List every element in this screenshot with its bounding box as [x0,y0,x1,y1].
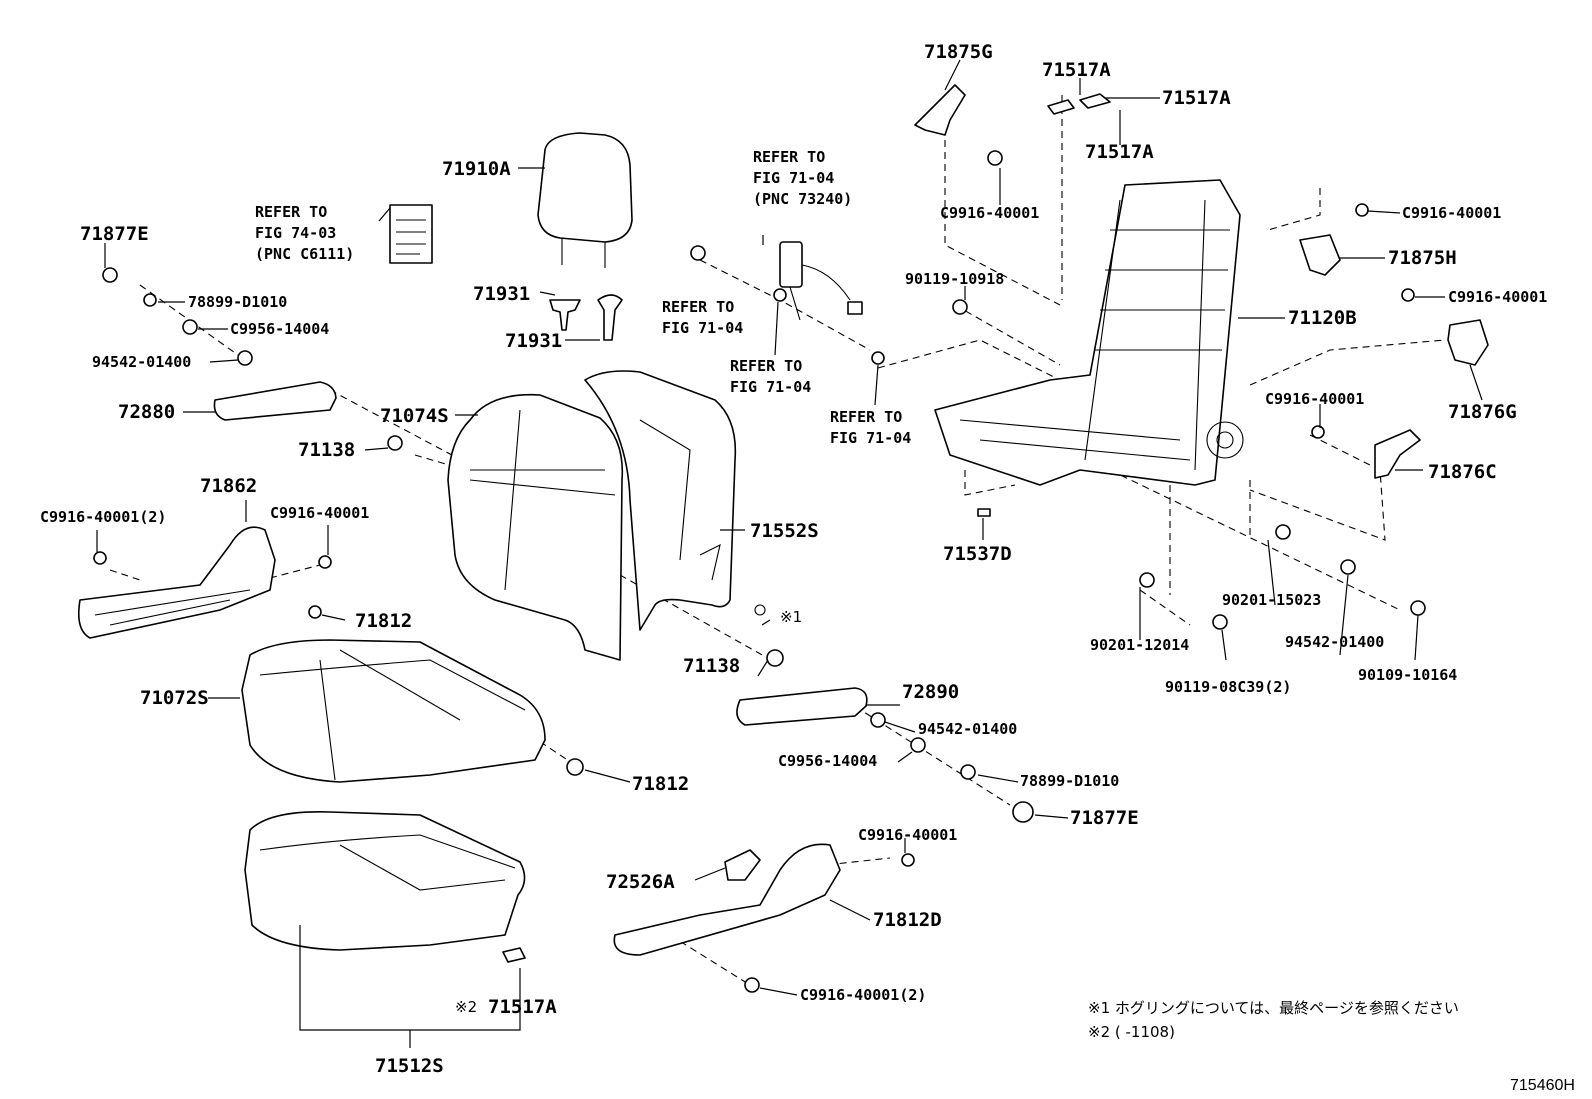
leader-lines [96,59,1483,1048]
label-71517A: 71517A [488,996,557,1018]
label-71931: 71931 [505,330,562,352]
bracket-top [914,84,966,136]
ref-line: FIG 71-04 [662,319,743,337]
label-c9916-40001-2: C9916-40001(2) [800,986,926,1004]
seat-belt-buckle [690,241,863,321]
headrest [537,132,633,268]
ref-fig-71-04-pnc: REFER TO FIG 71-04 (PNC 73240) [753,148,852,208]
label-90109-10164: 90109-10164 [1358,666,1457,684]
ref-line: REFER TO [255,203,327,221]
label-c9916-40001: C9916-40001 [858,826,957,844]
label-71537D: 71537D [943,543,1012,565]
label-71812: 71812 [355,610,412,632]
figure-id: 715460H [1510,1077,1575,1094]
ref-line: REFER TO [662,298,734,316]
footnote-1: ※1 ホグリングについては、最終ページを参照ください [1088,999,1459,1017]
note-2-marker: ※2 [455,998,477,1016]
label-71910A: 71910A [442,158,511,180]
label-72526A: 72526A [606,871,675,893]
label-71877E: 71877E [80,223,149,245]
ref-line: REFER TO [730,357,802,375]
label-71072S: 71072S [140,687,209,709]
label-c9956-14004: C9956-14004 [230,320,329,338]
label-90119-10918: 90119-10918 [905,270,1004,288]
label-c9916-40001: C9916-40001 [1448,288,1547,306]
armrest-right [736,687,868,726]
ref-line: (PNC 73240) [753,190,852,208]
label-90201-12014: 90201-12014 [1090,636,1189,654]
label-94542-01400: 94542-01400 [92,353,191,371]
headrest-guides [549,294,623,341]
label-71875H: 71875H [1388,247,1457,269]
label-71517A: 71517A [1042,59,1111,81]
ref-fig-71-04: REFER TO FIG 71-04 [830,408,911,447]
label-71138: 71138 [298,439,355,461]
ref-line: FIG 71-04 [730,378,811,396]
seatback-cover [447,393,624,661]
seatback-pad [584,370,737,631]
label-c9916-40001: C9916-40001 [1265,390,1364,408]
ref-line: REFER TO [830,408,902,426]
ref-line: FIG 71-04 [830,429,911,447]
label-71517A: 71517A [1162,87,1231,109]
armrest-left [213,381,337,421]
cover-right-lower [1374,429,1421,479]
label-90119-08c39: 90119-08C39(2) [1165,678,1291,696]
recliner-lever [724,849,761,881]
ref-line: (PNC C6111) [255,245,354,263]
recliner-cover-left [77,526,276,639]
label-71876C: 71876C [1428,461,1497,483]
footnote-2: ※2 ( -1108) [1088,1023,1175,1041]
seat-frame [934,179,1244,486]
label-c9956-14004: C9956-14004 [778,752,877,770]
ref-line: FIG 74-03 [255,224,336,242]
label-71876G: 71876G [1448,401,1517,423]
bracket-right-upper [1299,234,1341,276]
label-c9916-40001-2: C9916-40001(2) [40,508,166,526]
label-71517A: 71517A [1085,141,1154,163]
label-71552S: 71552S [750,520,819,542]
label-71812: 71812 [632,773,689,795]
small-pads [502,93,1111,963]
hog-ring-marker: ※1 [780,608,802,626]
label-78899-d1010: 78899-D1010 [1020,772,1119,790]
ref-line: REFER TO [753,148,825,166]
label-71120B: 71120B [1288,307,1357,329]
fasteners [93,150,1426,993]
label-71074S: 71074S [380,405,449,427]
label-c9916-40001: C9916-40001 [270,504,369,522]
label-71862: 71862 [200,475,257,497]
label-94542-01400: 94542-01400 [918,720,1017,738]
seat-cushion-cover [241,639,546,783]
label-c9916-40001: C9916-40001 [1402,204,1501,222]
label-71931: 71931 [473,283,530,305]
part-number-labels: 71875G 71517A 71517A 71517A C9916-40001 … [40,41,1547,1077]
label-94542-01400: 94542-01400 [1285,633,1384,651]
reference-callouts: REFER TO FIG 74-03 (PNC C6111) REFER TO … [255,148,911,447]
label-71512S: 71512S [375,1055,444,1077]
label-71875G: 71875G [924,41,993,63]
seat-cushion-pad [244,811,526,951]
ref-line: FIG 71-04 [753,169,834,187]
label-78899-d1010: 78899-D1010 [188,293,287,311]
label-72880: 72880 [118,401,175,423]
label-71138: 71138 [683,655,740,677]
ref-fig-71-04: REFER TO FIG 71-04 [662,298,743,337]
label-c9916-40001: C9916-40001 [940,204,1039,222]
manual-booklet-icon [389,204,433,264]
label-72890: 72890 [902,681,959,703]
ref-fig-74-03: REFER TO FIG 74-03 (PNC C6111) [255,203,354,263]
label-90201-15023: 90201-15023 [1222,591,1321,609]
footnotes: ※1 ホグリングについては、最終ページを参照ください ※2 ( -1108) 7… [1088,999,1575,1094]
recliner-shield [613,843,841,956]
ref-fig-71-04: REFER TO FIG 71-04 [730,357,811,396]
label-71812D: 71812D [873,909,942,931]
label-71877E: 71877E [1070,807,1139,829]
cover-right [1447,319,1489,366]
